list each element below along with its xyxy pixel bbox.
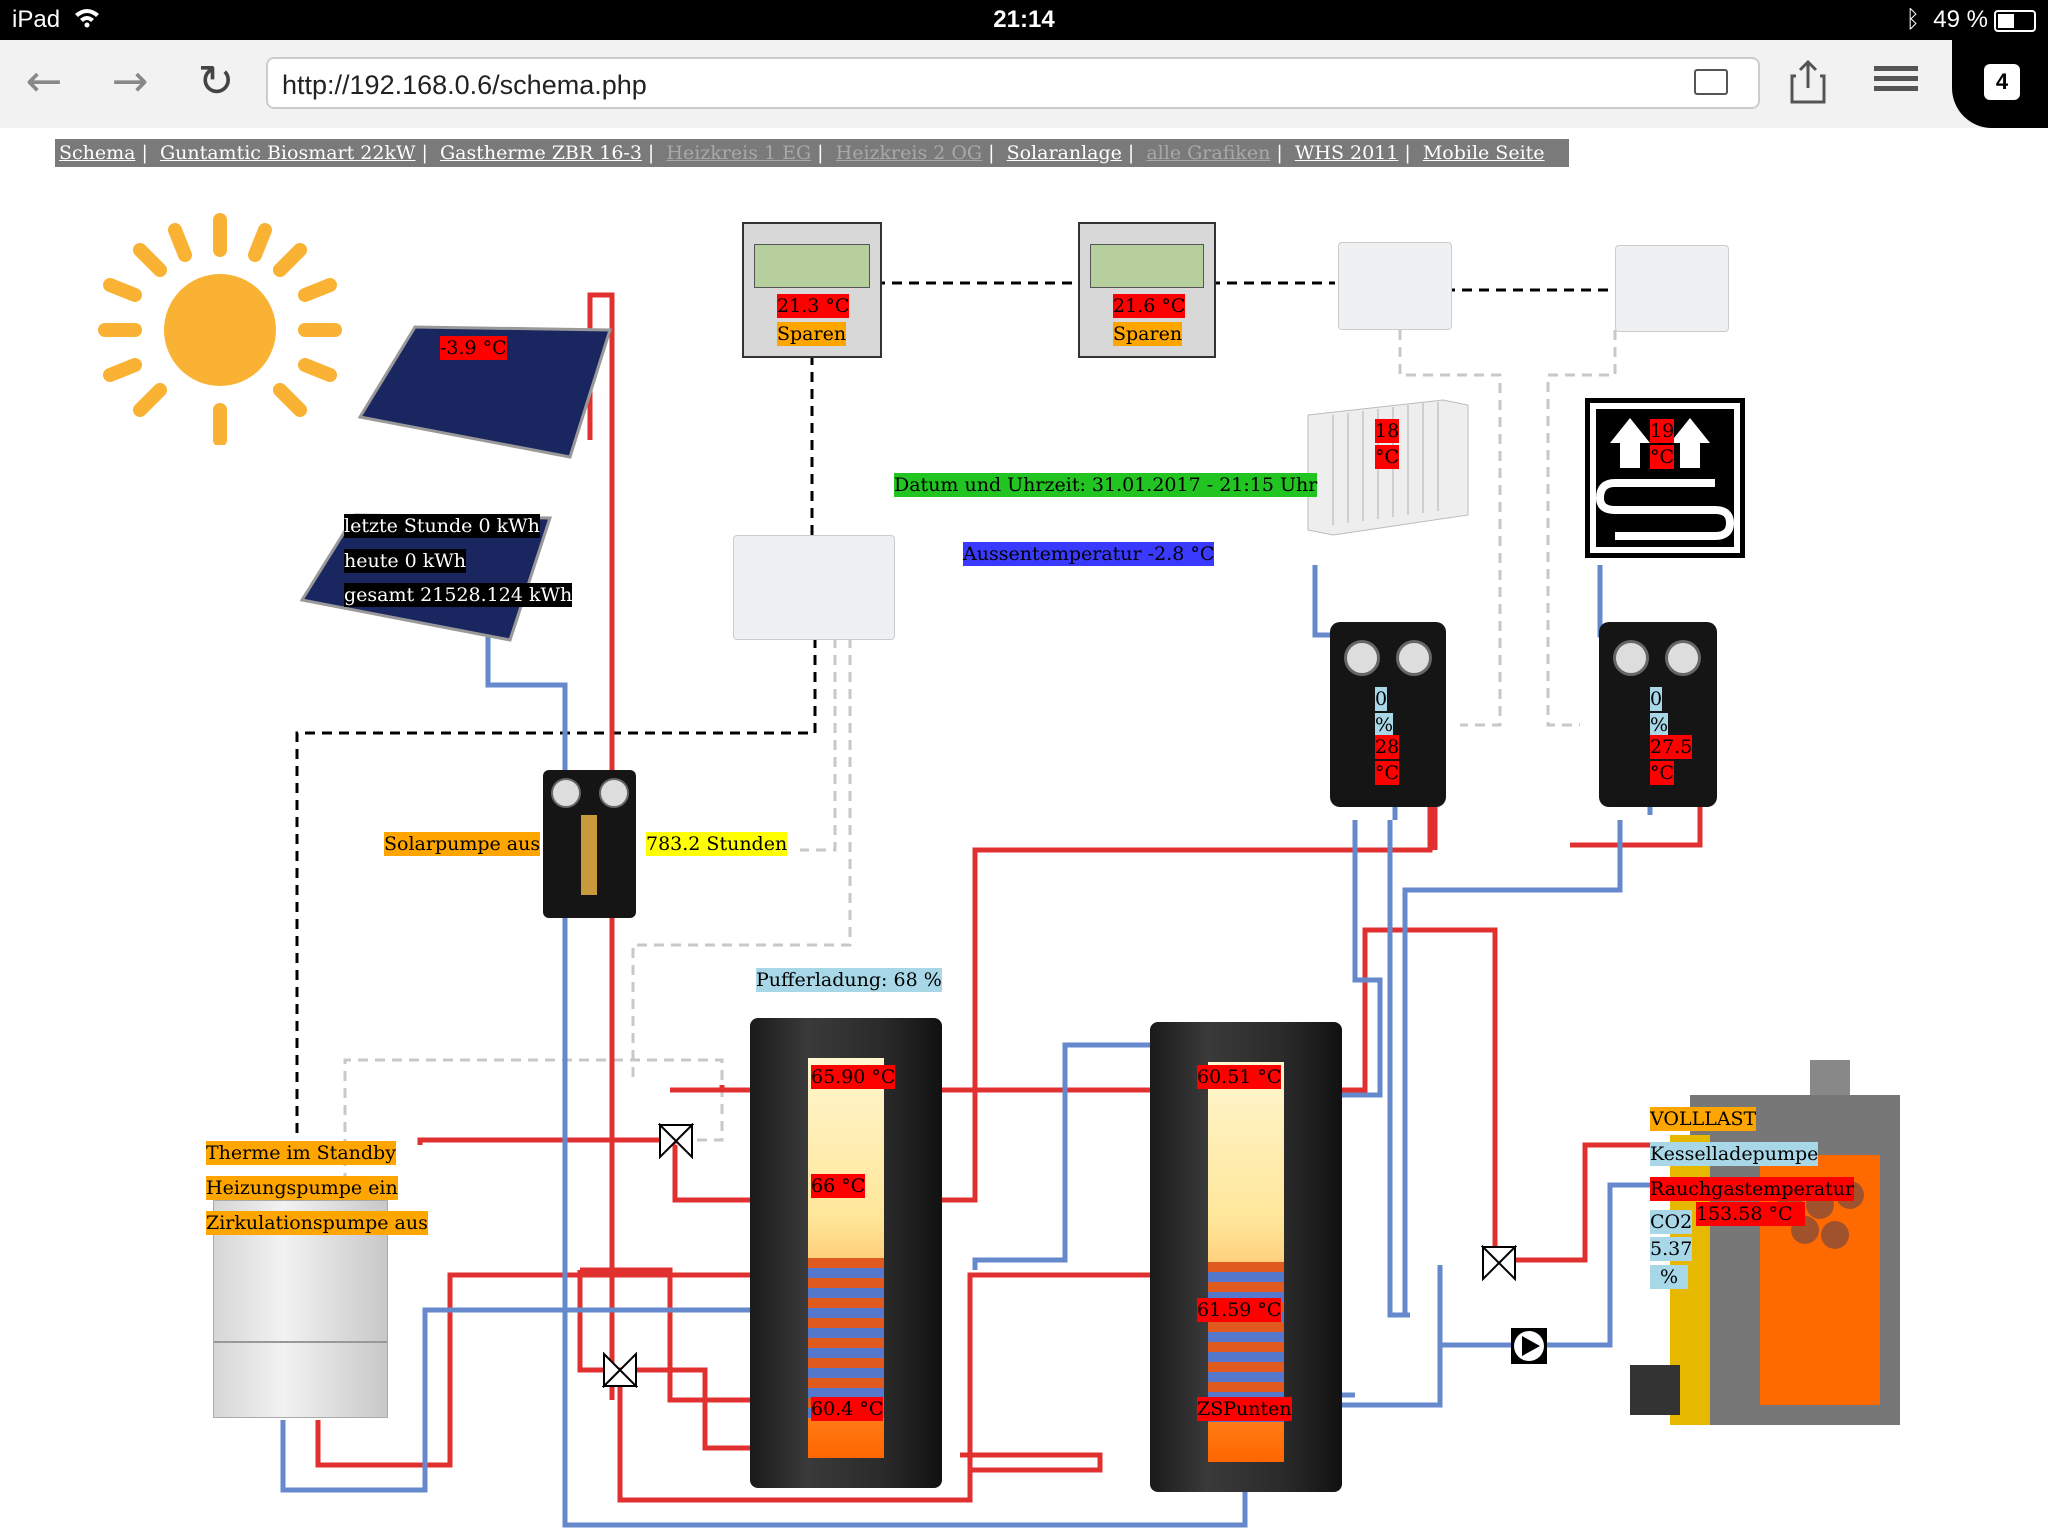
outside-temp: Aussentemperatur -2.8 °C — [963, 542, 1215, 566]
nav-schema[interactable]: Schema — [59, 142, 136, 164]
dhw-temp-bottom: ZSPunten — [1197, 1397, 1292, 1421]
collector-temp: -3.9 °C — [440, 336, 507, 360]
menu-icon[interactable] — [1872, 58, 1920, 106]
control-module-1 — [1338, 242, 1452, 330]
url-text: http://192.168.0.6/schema.php — [282, 70, 647, 100]
buffer-temp-mid: 66 °C — [811, 1174, 866, 1198]
solar-pump-station — [543, 770, 636, 918]
gas-boiler — [213, 1200, 388, 1418]
nav-alle-grafiken[interactable]: alle Grafiken — [1146, 142, 1271, 164]
dhw-tank — [1150, 1022, 1342, 1492]
reader-view-icon[interactable] — [1694, 69, 1728, 95]
nav-guntamtic[interactable]: Guntamtic Biosmart 22kW — [159, 142, 416, 164]
solar-pump-status: Solarpumpe aus — [384, 832, 541, 856]
hk1-valve-percent: 0 — [1375, 687, 1388, 711]
share-icon[interactable] — [1784, 58, 1832, 106]
bluetooth-icon: ᛒ — [1905, 6, 1920, 33]
buffer-load: Pufferladung: 68 % — [756, 968, 942, 992]
circulation-pump-status: Zirkulationspumpe aus — [206, 1211, 428, 1235]
back-arrow-icon[interactable]: ← — [25, 56, 63, 107]
solar-collector-top — [357, 325, 613, 459]
co2-value: 5.37 — [1650, 1237, 1693, 1261]
hk2-flow-temp: 27.5 — [1650, 735, 1693, 759]
control-module-main — [733, 535, 895, 640]
buffer-tank — [750, 1018, 942, 1488]
tab-count[interactable]: 4 — [1984, 64, 2020, 100]
battery-percent: 49 % — [1933, 6, 1988, 33]
hk2-flow-temp-unit: °C — [1650, 761, 1675, 785]
radiator-temp: 18 — [1375, 419, 1400, 443]
flue-gas-label: Rauchgastemperatur — [1650, 1177, 1855, 1201]
hk1-flow-temp-unit: °C — [1375, 761, 1400, 785]
url-bar[interactable]: http://192.168.0.6/schema.php — [266, 57, 1760, 109]
device-name: iPad — [12, 6, 61, 33]
mixing-valve-1-icon — [658, 1123, 694, 1159]
co2-unit: % — [1650, 1265, 1689, 1289]
dhw-temp-top: 60.51 °C — [1197, 1065, 1282, 1089]
boiler-pump-icon — [1511, 1328, 1547, 1364]
therme-status: Therme im Standby — [206, 1141, 396, 1165]
thermostat-1-mode: Sparen — [777, 322, 847, 346]
forward-arrow-icon[interactable]: → — [111, 56, 149, 107]
reload-icon[interactable]: ↻ — [197, 56, 235, 107]
hk2-valve-percent: 0 — [1650, 687, 1663, 711]
solar-today-yield: heute 0 kWh — [344, 549, 467, 573]
control-module-2 — [1615, 245, 1729, 332]
site-nav: Schema| Guntamtic Biosmart 22kW| Gasther… — [55, 139, 1569, 167]
floor-temp-unit: °C — [1650, 445, 1675, 469]
hk2-valve-percent-unit: % — [1650, 713, 1669, 737]
thermostat-2-temp: 21.6 °C — [1113, 294, 1186, 318]
co2-label: CO2 — [1650, 1210, 1693, 1234]
battery-icon — [1994, 10, 2036, 32]
dhw-temp-mid: 61.59 °C — [1197, 1298, 1282, 1322]
boiler-mode: VOLLLAST — [1650, 1107, 1757, 1131]
wifi-icon — [74, 6, 100, 35]
nav-mobile-seite[interactable]: Mobile Seite — [1422, 142, 1545, 164]
clock: 21:14 — [993, 6, 1055, 33]
solar-pump-hours: 783.2 Stunden — [646, 832, 788, 856]
nav-heizkreis-2[interactable]: Heizkreis 2 OG — [835, 142, 983, 164]
hk1-flow-temp: 28 — [1375, 735, 1400, 759]
heating-pump-status: Heizungspumpe ein — [206, 1176, 398, 1200]
buffer-temp-bottom: 60.4 °C — [811, 1397, 884, 1421]
radiator-temp-unit: °C — [1375, 445, 1400, 469]
flue-gas-temp: 153.58 °C — [1696, 1202, 1805, 1226]
datetime-display: Datum und Uhrzeit: 31.01.2017 - 21:15 Uh… — [894, 473, 1318, 497]
thermostat-2 — [1078, 222, 1216, 358]
nav-heizkreis-1[interactable]: Heizkreis 1 EG — [666, 142, 812, 164]
solar-total-yield: gesamt 21528.124 kWh — [344, 583, 573, 607]
mixing-valve-3-icon — [1481, 1245, 1517, 1281]
hk1-valve-percent-unit: % — [1375, 713, 1394, 737]
status-bar: iPad 21:14 ᛒ 49 % — [0, 0, 2048, 40]
nav-solaranlage[interactable]: Solaranlage — [1006, 142, 1122, 164]
nav-whs-2011[interactable]: WHS 2011 — [1294, 142, 1399, 164]
sun-icon — [98, 213, 342, 445]
thermostat-1-temp: 21.3 °C — [777, 294, 850, 318]
mixing-valve-2-icon — [602, 1352, 638, 1388]
solar-hour-yield: letzte Stunde 0 kWh — [344, 514, 540, 538]
boiler-pump-status: Kesselladepumpe — [1650, 1142, 1819, 1166]
nav-gastherme[interactable]: Gastherme ZBR 16-3 — [439, 142, 642, 164]
buffer-temp-top: 65.90 °C — [811, 1065, 896, 1089]
floor-temp: 19 — [1650, 419, 1675, 443]
thermostat-2-mode: Sparen — [1113, 322, 1183, 346]
